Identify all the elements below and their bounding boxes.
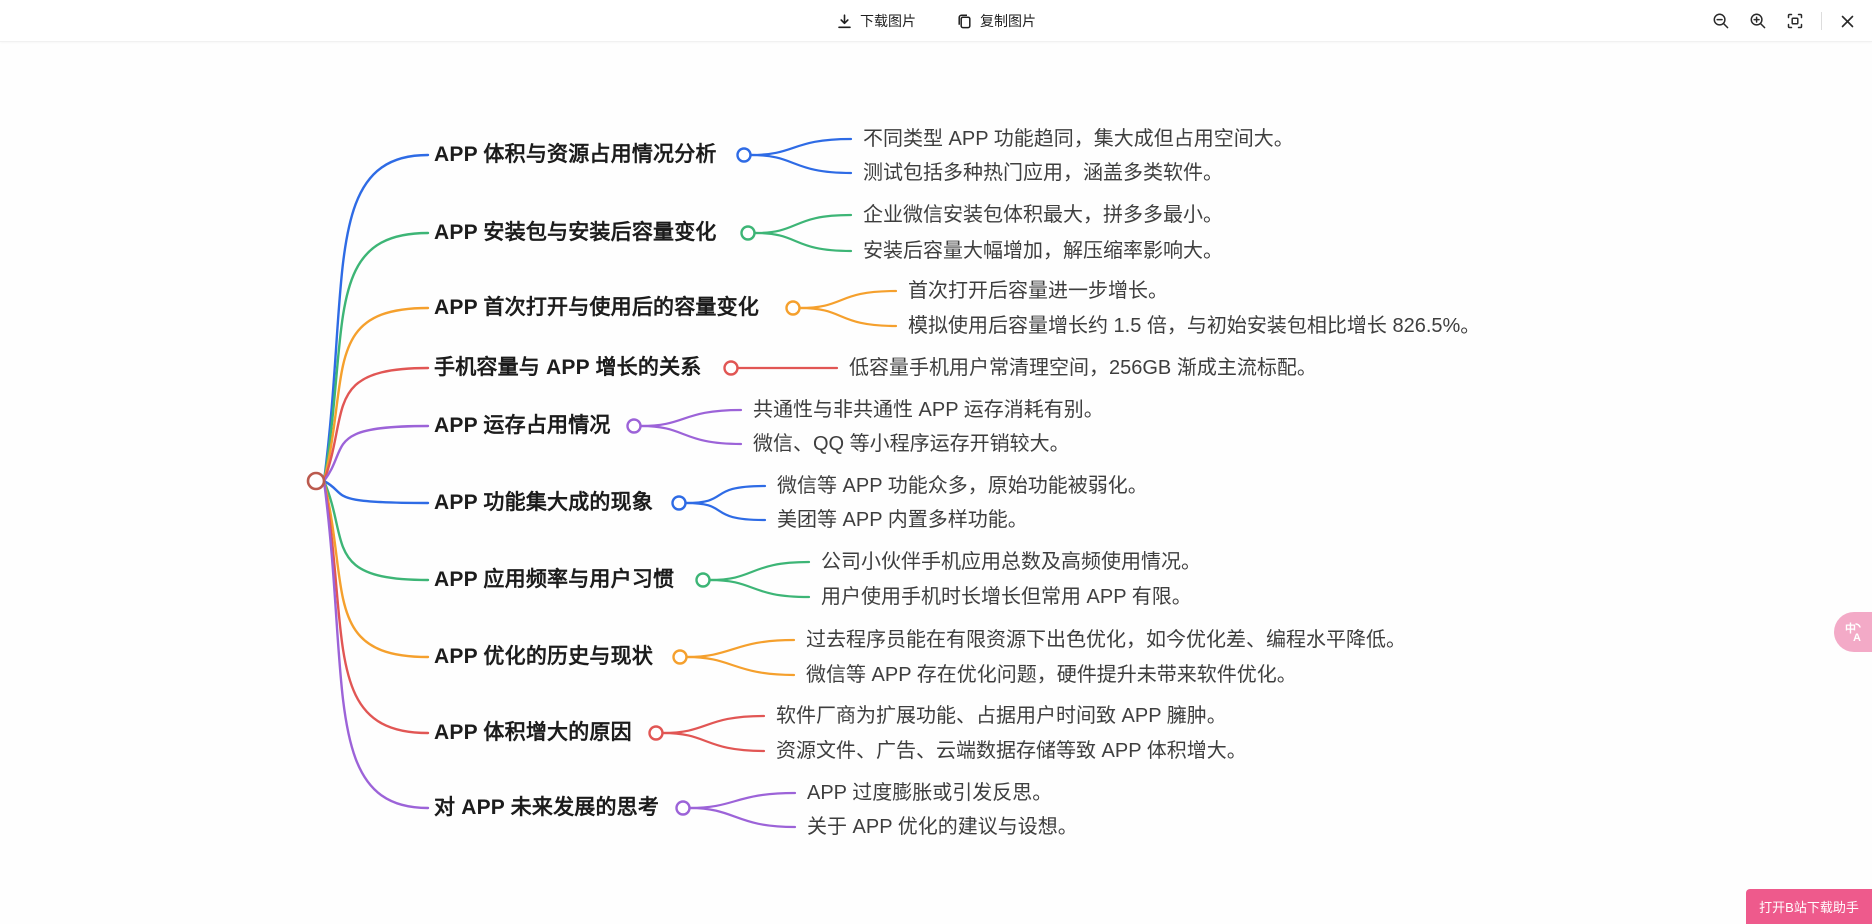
branch-child-text: 美团等 APP 内置多样功能。 [777, 509, 1028, 531]
branch-title: APP 体积与资源占用情况分析 [434, 143, 717, 166]
translate-icon-a: A [1853, 632, 1861, 644]
branch-link [322, 479, 430, 810]
translate-icon-zhong: 中 [1845, 621, 1856, 635]
child-link [639, 424, 743, 446]
child-link [708, 578, 811, 599]
child-link [688, 806, 797, 829]
branch-title: APP 应用频率与用户习惯 [434, 568, 675, 591]
download-label: 下载图片 [860, 13, 916, 29]
branch-child-text: 过去程序员能在有限资源下出色优化，如今优化差、编程水平降低。 [806, 629, 1406, 651]
child-link [708, 560, 811, 582]
child-link [685, 655, 796, 677]
child-link [688, 791, 797, 810]
branch-child-text: 安装后容量大幅增加，解压缩率影响大。 [863, 240, 1223, 262]
child-link [753, 213, 853, 235]
branch-title: APP 优化的历史与现状 [434, 645, 654, 668]
branch-title: APP 运存占用情况 [434, 414, 611, 437]
child-link [661, 731, 766, 753]
branch-link [322, 479, 430, 505]
branch-link [322, 479, 430, 659]
branch-link [322, 153, 430, 483]
branch-child-text: APP 过度膨胀或引发反思。 [807, 782, 1053, 804]
branch-link [322, 424, 430, 483]
child-link [639, 408, 743, 428]
child-link [798, 306, 898, 328]
branch-node-circle [671, 495, 687, 511]
root-node-circle [306, 471, 326, 491]
download-image-button[interactable]: 下载图片 [836, 11, 916, 31]
child-link [661, 714, 766, 735]
zoom-in-button[interactable] [1747, 10, 1769, 32]
branch-node-circle [648, 725, 664, 741]
branch-node-circle [785, 300, 801, 316]
branch-child-text: 企业微信安装包体积最大，拼多多最小。 [863, 204, 1223, 226]
branch-child-text: 首次打开后容量进一步增长。 [908, 280, 1168, 302]
branch-node-circle [740, 225, 756, 241]
child-link [749, 153, 853, 175]
bilibili-download-helper-button[interactable]: 打开B站下载助手 [1746, 889, 1872, 924]
branch-title: 手机容量与 APP 增长的关系 [434, 356, 702, 379]
branch-node-circle [736, 147, 752, 163]
branch-link [322, 306, 430, 483]
branch-child-text: 共通性与非共通性 APP 运存消耗有别。 [753, 399, 1104, 421]
branch-link [322, 366, 430, 483]
copy-label: 复制图片 [980, 13, 1036, 29]
branch-link [322, 479, 430, 582]
branch-child-text: 微信等 APP 功能众多，原始功能被弱化。 [777, 475, 1148, 497]
translate-icon: 中 A [1845, 621, 1861, 644]
branch-title: APP 首次打开与使用后的容量变化 [434, 296, 760, 319]
download-icon [836, 13, 853, 30]
branch-title: APP 功能集大成的现象 [434, 491, 654, 514]
branch-child-text: 低容量手机用户常清理空间，256GB 渐成主流标配。 [849, 357, 1317, 379]
toolbar-center: 下载图片 复制图片 [0, 0, 1872, 42]
branch-node-circle [626, 418, 642, 434]
child-link [685, 638, 796, 659]
toolbar-right [1710, 0, 1858, 42]
branch-title: APP 安装包与安装后容量变化 [434, 221, 717, 244]
close-icon [1841, 15, 1854, 27]
fit-screen-button[interactable] [1784, 10, 1806, 32]
child-link [684, 501, 767, 522]
copy-icon [956, 13, 973, 30]
toolbar-divider [1821, 12, 1822, 30]
branch-child-text: 不同类型 APP 功能趋同，集大成但占用空间大。 [863, 128, 1294, 150]
child-link [749, 137, 853, 157]
branch-node-circle [695, 572, 711, 588]
child-link [753, 231, 853, 253]
branch-node-circle [723, 360, 739, 376]
branch-child-text: 模拟使用后容量增长约 1.5 倍，与初始安装包相比增长 826.5%。 [908, 315, 1481, 337]
branch-child-text: 公司小伙伴手机应用总数及高频使用情况。 [821, 551, 1201, 573]
child-link [684, 484, 767, 505]
zoom-out-button[interactable] [1710, 10, 1732, 32]
zoom-out-icon [1713, 13, 1729, 29]
branch-title: APP 体积增大的原因 [434, 721, 632, 744]
branch-child-text: 资源文件、广告、云端数据存储等致 APP 体积增大。 [776, 740, 1247, 762]
copy-image-button[interactable]: 复制图片 [956, 11, 1036, 31]
translate-fab[interactable]: 中 A [1834, 612, 1872, 652]
branch-node-circle [672, 649, 688, 665]
branch-child-text: 微信、QQ 等小程序运存开销较大。 [753, 433, 1070, 455]
child-link [798, 289, 898, 310]
branch-node-circle [675, 800, 691, 816]
branch-child-text: 软件厂商为扩展功能、占据用户时间致 APP 臃肿。 [776, 705, 1227, 727]
close-button[interactable] [1837, 11, 1858, 32]
zoom-in-icon [1750, 13, 1766, 29]
branch-link [322, 479, 430, 735]
branch-child-text: 微信等 APP 存在优化问题，硬件提升未带来软件优化。 [806, 664, 1297, 686]
branch-child-text: 测试包括多种热门应用，涵盖多类软件。 [863, 162, 1223, 184]
toolbar: 下载图片 复制图片 [0, 0, 1872, 42]
branch-title: 对 APP 未来发展的思考 [434, 796, 660, 819]
branch-child-text: 关于 APP 优化的建议与设想。 [807, 816, 1078, 838]
branch-child-text: 用户使用手机时长增长但常用 APP 有限。 [821, 586, 1192, 608]
fit-screen-icon [1787, 13, 1803, 29]
branch-link [322, 231, 430, 483]
